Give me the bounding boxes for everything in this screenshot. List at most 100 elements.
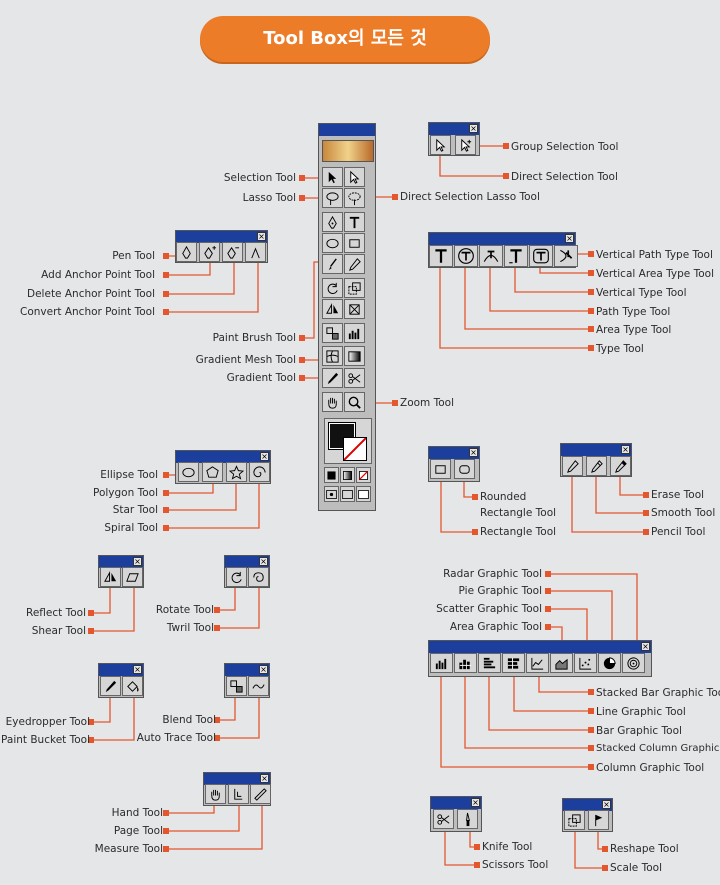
palette-title-bar[interactable]	[429, 123, 479, 135]
delete-anchor-point-tool-button[interactable]	[222, 242, 243, 262]
reshape-tool-button[interactable]	[588, 810, 609, 830]
reflect-tool-button[interactable]	[100, 567, 121, 587]
radar-graph-tool-button[interactable]	[622, 653, 645, 673]
close-icon[interactable]: ×	[257, 232, 266, 241]
close-icon[interactable]: ×	[133, 665, 142, 674]
area-graph-tool-button[interactable]	[550, 653, 573, 673]
color-mode-button[interactable]	[324, 467, 339, 483]
ellipse-tool-button[interactable]	[178, 462, 199, 482]
rounded-rectangle-tool-button[interactable]	[454, 459, 475, 479]
path-type-tool-button[interactable]	[479, 245, 503, 267]
close-icon[interactable]: ×	[133, 557, 142, 566]
close-icon[interactable]: ×	[621, 445, 630, 454]
close-icon[interactable]: ×	[602, 800, 611, 809]
palette-title-bar[interactable]	[176, 451, 270, 463]
pencil-tool-button[interactable]	[344, 254, 365, 274]
auto-trace-tool-button[interactable]	[248, 676, 269, 696]
close-icon[interactable]: ×	[469, 448, 478, 457]
palette-title-bar[interactable]	[176, 231, 267, 243]
gradient-tool-button[interactable]	[344, 346, 365, 366]
close-icon[interactable]: ×	[565, 234, 574, 243]
palette-title-bar[interactable]	[563, 799, 612, 811]
palette-title-bar[interactable]	[429, 641, 651, 653]
stacked-bar-graph-tool-button[interactable]	[502, 653, 525, 673]
screen-mode-menu-button[interactable]	[340, 486, 355, 502]
spiral-tool-button[interactable]	[249, 462, 270, 482]
zoom-tool-button[interactable]	[344, 392, 365, 412]
rectangle-tool-button[interactable]	[344, 233, 365, 253]
polygon-tool-button[interactable]	[202, 462, 223, 482]
stroke-swatch[interactable]	[343, 437, 367, 461]
line-graph-tool-button[interactable]	[526, 653, 549, 673]
paint-brush-tool-button[interactable]	[322, 254, 343, 274]
gradient-mode-button[interactable]	[340, 467, 355, 483]
paint-bucket-tool-button[interactable]	[122, 676, 143, 696]
scale-tool-button[interactable]	[344, 278, 365, 298]
rotate-tool-button[interactable]	[226, 567, 247, 587]
close-icon[interactable]: ×	[260, 774, 269, 783]
close-icon[interactable]: ×	[471, 798, 480, 807]
vertical-type-tool-button[interactable]	[504, 245, 528, 267]
star-tool-button[interactable]	[226, 462, 247, 482]
palette-title-bar[interactable]	[225, 556, 269, 568]
eyedropper-tool-button[interactable]	[322, 368, 343, 388]
palette-title-bar[interactable]	[99, 664, 143, 676]
direct-selection-lasso-tool-button[interactable]	[344, 188, 365, 208]
lasso-tool-button[interactable]	[322, 188, 343, 208]
rectangle-tool-button[interactable]	[430, 459, 451, 479]
reflect-tool-button[interactable]	[322, 299, 343, 319]
free-transform-tool-button[interactable]	[344, 299, 365, 319]
blend-tool-button[interactable]	[226, 676, 247, 696]
twirl-tool-button[interactable]	[248, 567, 269, 587]
measure-tool-button[interactable]	[250, 784, 271, 804]
hand-tool-button[interactable]	[322, 392, 343, 412]
bar-graph-tool-button[interactable]	[478, 653, 501, 673]
close-icon[interactable]: ×	[259, 557, 268, 566]
stacked-column-graph-tool-button[interactable]	[454, 653, 477, 673]
convert-anchor-point-tool-button[interactable]	[245, 242, 266, 262]
rotate-tool-button[interactable]	[322, 278, 343, 298]
palette-title-bar[interactable]	[99, 556, 143, 568]
close-icon[interactable]: ×	[641, 642, 650, 651]
palette-title-bar[interactable]	[204, 773, 270, 785]
smooth-tool-button[interactable]	[586, 456, 607, 476]
scale-tool-button[interactable]	[564, 810, 585, 830]
fill-stroke-swatches[interactable]	[324, 418, 372, 464]
none-mode-button[interactable]	[356, 467, 371, 483]
palette-title-bar[interactable]	[561, 444, 631, 456]
screen-mode-full-button[interactable]	[356, 486, 371, 502]
group-selection-tool-button[interactable]	[455, 135, 476, 155]
pie-graph-tool-button[interactable]	[598, 653, 621, 673]
hand-tool-button[interactable]	[205, 784, 226, 804]
blend-tool-button[interactable]	[322, 323, 343, 343]
screen-mode-standard-button[interactable]	[324, 486, 339, 502]
vertical-area-type-tool-button[interactable]	[529, 245, 553, 267]
knife-tool-button[interactable]	[457, 809, 478, 829]
palette-title-bar[interactable]	[431, 797, 481, 809]
column-graph-tool-button[interactable]	[344, 323, 365, 343]
shear-tool-button[interactable]	[122, 567, 143, 587]
selection-tool-button[interactable]	[322, 167, 343, 187]
palette-title-bar[interactable]	[319, 124, 375, 136]
scissors-tool-button[interactable]	[433, 809, 454, 829]
gradient-mesh-tool-button[interactable]	[322, 346, 343, 366]
type-tool-button[interactable]	[344, 212, 365, 232]
direct-selection-tool-button[interactable]	[344, 167, 365, 187]
pen-tool-button[interactable]	[322, 212, 343, 232]
palette-title-bar[interactable]	[225, 664, 269, 676]
type-tool-button[interactable]	[429, 245, 453, 267]
vertical-path-type-tool-button[interactable]	[554, 245, 578, 267]
area-type-tool-button[interactable]	[454, 245, 478, 267]
pen-tool-button[interactable]	[176, 242, 197, 262]
close-icon[interactable]: ×	[469, 124, 478, 133]
page-tool-button[interactable]	[228, 784, 249, 804]
scatter-graph-tool-button[interactable]	[574, 653, 597, 673]
direct-selection-tool-button[interactable]	[430, 135, 451, 155]
add-anchor-point-tool-button[interactable]	[199, 242, 220, 262]
ellipse-tool-button[interactable]	[322, 233, 343, 253]
eyedropper-tool-button[interactable]	[100, 676, 121, 696]
column-graph-tool-button[interactable]	[430, 653, 453, 673]
close-icon[interactable]: ×	[260, 452, 269, 461]
close-icon[interactable]: ×	[259, 665, 268, 674]
palette-title-bar[interactable]	[429, 233, 575, 245]
